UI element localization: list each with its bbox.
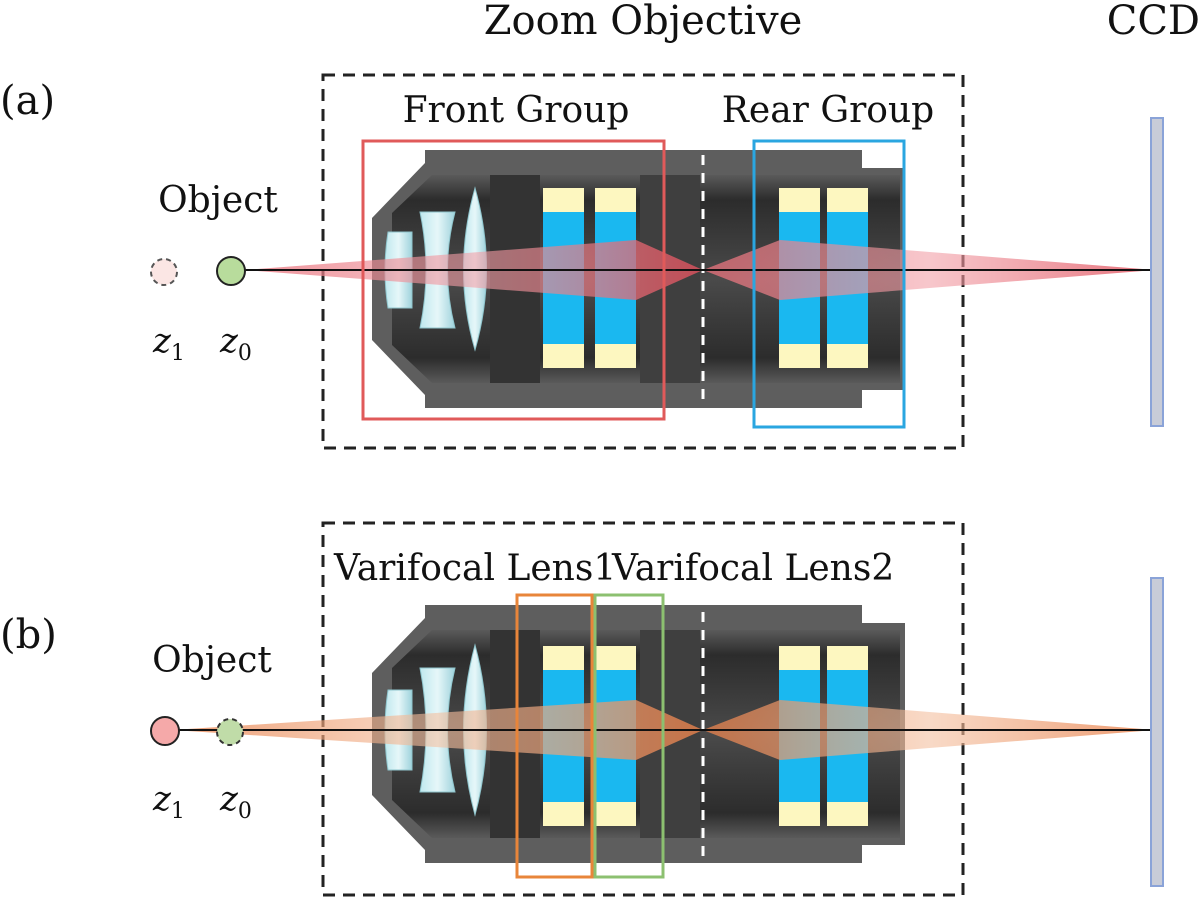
panel-a-tag: (a) [0, 78, 55, 124]
panel-a-z0-label: z0 [219, 321, 252, 366]
varifocal-lens1-box [515, 593, 594, 879]
panel-b-object-z0 [216, 718, 244, 746]
panel-b-z1-label: z1 [152, 779, 185, 824]
varifocal-lens2-label: Varifocal Lens2 [611, 548, 894, 589]
title: Zoom Objective [484, 0, 803, 44]
panel-b-object-label: Object [152, 640, 272, 681]
varifocal-lens1-label: Varifocal Lens1 [333, 548, 616, 589]
ccd-label: CCD [1107, 0, 1200, 44]
front-group-box [361, 139, 666, 421]
varifocal-lens2-box [593, 593, 665, 879]
panel-a-object-z1 [150, 258, 178, 286]
panel-b-z0-label: z0 [219, 779, 252, 824]
panel-b-front-lens-elements [384, 643, 487, 817]
panel-b-objective-frame [321, 521, 965, 897]
panel-b-tag: (b) [0, 612, 57, 658]
panel-b: (b) Object [0, 521, 1164, 897]
front-group-label: Front Group [403, 90, 630, 131]
panel-a: (a) Object [0, 73, 1164, 450]
panel-b-object-z1 [150, 716, 180, 746]
rear-group-label: Rear Group [722, 90, 934, 131]
panel-b-ccd-sensor [1150, 577, 1164, 887]
panel-a-ccd-sensor [1150, 117, 1164, 427]
panel-a-object-z0 [216, 256, 246, 286]
panel-a-light-beam [245, 240, 1155, 300]
panel-a-object-label: Object [158, 180, 278, 221]
rear-group-box [752, 139, 906, 429]
panel-a-z1-label: z1 [152, 321, 185, 366]
